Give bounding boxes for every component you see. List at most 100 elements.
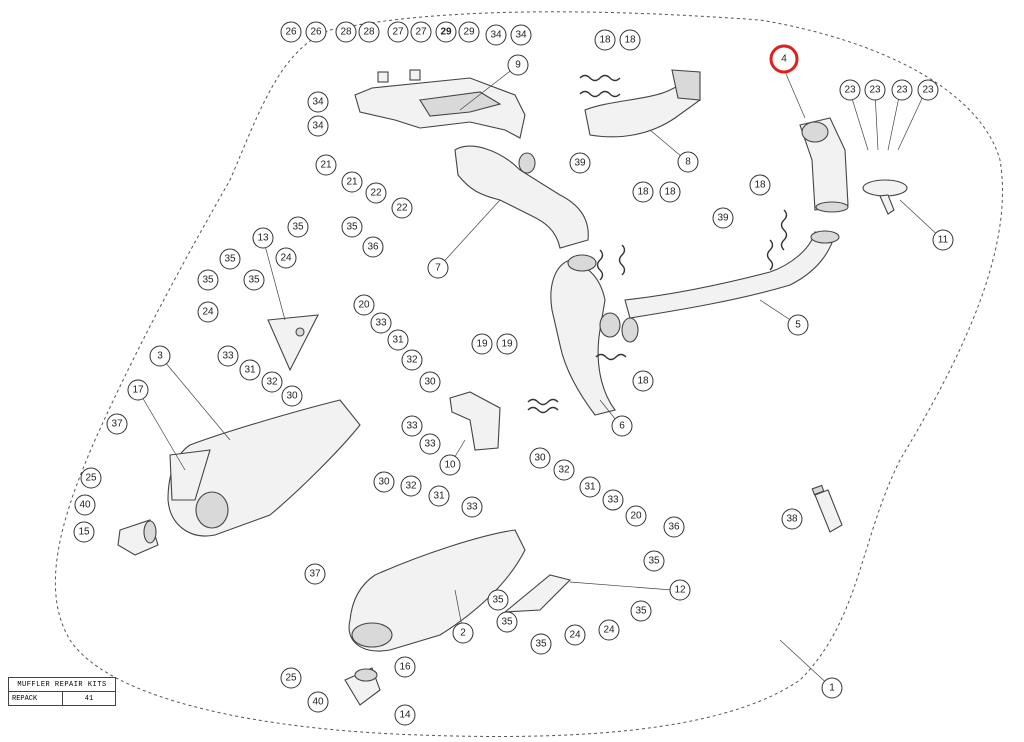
callout-32: 32 <box>261 371 283 393</box>
callout-23: 23 <box>864 79 886 101</box>
callout-35: 35 <box>197 269 219 291</box>
callout-33: 33 <box>370 312 392 334</box>
springs <box>527 74 788 414</box>
callout-13: 13 <box>252 227 274 249</box>
callout-7: 7 <box>427 257 449 279</box>
svg-text:37: 37 <box>111 419 123 430</box>
svg-text:25: 25 <box>285 673 297 684</box>
callout-35: 35 <box>219 248 241 270</box>
svg-text:20: 20 <box>630 511 642 522</box>
svg-text:30: 30 <box>286 391 298 402</box>
callout-3: 3 <box>149 345 171 367</box>
svg-text:22: 22 <box>396 203 408 214</box>
callout-35: 35 <box>287 216 309 238</box>
svg-text:36: 36 <box>668 522 680 533</box>
callout-35: 35 <box>530 633 552 655</box>
callout-23: 23 <box>917 79 939 101</box>
svg-text:26: 26 <box>310 27 322 38</box>
callout-33: 33 <box>217 345 239 367</box>
callout-32: 32 <box>401 349 423 371</box>
callout-24: 24 <box>197 301 219 323</box>
clamp-part <box>862 179 908 215</box>
svg-text:18: 18 <box>624 35 636 46</box>
svg-text:32: 32 <box>266 377 278 388</box>
svg-text:26: 26 <box>285 27 297 38</box>
svg-text:15: 15 <box>78 527 90 538</box>
svg-text:25: 25 <box>85 473 97 484</box>
callout-40: 40 <box>74 494 96 516</box>
svg-text:33: 33 <box>222 351 234 362</box>
callout-29: 29 <box>435 21 457 43</box>
svg-text:35: 35 <box>292 222 304 233</box>
svg-text:6: 6 <box>619 421 625 432</box>
svg-text:34: 34 <box>515 30 527 41</box>
heat-shield-part <box>354 69 526 139</box>
link-pipe-part <box>621 230 840 343</box>
svg-text:31: 31 <box>584 482 596 493</box>
svg-text:33: 33 <box>424 439 436 450</box>
svg-text:34: 34 <box>312 97 324 108</box>
svg-text:11: 11 <box>938 235 949 246</box>
svg-text:35: 35 <box>492 595 504 606</box>
callout-26: 26 <box>305 21 327 43</box>
svg-text:35: 35 <box>224 254 236 265</box>
callout-31: 31 <box>239 359 261 381</box>
callout-18: 18 <box>619 29 641 51</box>
callout-35: 35 <box>643 550 665 572</box>
collector-part <box>550 254 621 416</box>
callout-36: 36 <box>663 516 685 538</box>
svg-text:27: 27 <box>415 27 427 38</box>
callout-34: 34 <box>510 24 532 46</box>
svg-text:36: 36 <box>367 242 379 253</box>
mid-pipe-part <box>454 145 589 249</box>
callout-19: 19 <box>471 333 493 355</box>
callout-33: 33 <box>602 489 624 511</box>
svg-text:12: 12 <box>674 585 686 596</box>
assembly-boundary <box>54 11 1003 737</box>
callout-37: 37 <box>304 563 326 585</box>
callout-27: 27 <box>410 21 432 43</box>
svg-text:28: 28 <box>363 27 375 38</box>
callout-18: 18 <box>632 370 654 392</box>
callout-35: 35 <box>630 600 652 622</box>
callout-26: 26 <box>280 21 302 43</box>
svg-text:23: 23 <box>896 85 908 96</box>
callout-35: 35 <box>496 611 518 633</box>
svg-text:33: 33 <box>375 318 387 329</box>
svg-text:18: 18 <box>664 187 676 198</box>
callout-30: 30 <box>281 385 303 407</box>
svg-text:13: 13 <box>257 233 269 244</box>
svg-text:35: 35 <box>248 275 260 286</box>
callout-8: 8 <box>677 151 699 173</box>
svg-text:8: 8 <box>685 157 691 168</box>
svg-text:35: 35 <box>648 556 660 567</box>
callout-19: 19 <box>496 333 518 355</box>
svg-text:18: 18 <box>637 187 649 198</box>
svg-text:24: 24 <box>603 625 615 636</box>
svg-text:35: 35 <box>501 617 513 628</box>
callout-37: 37 <box>106 413 128 435</box>
svg-text:19: 19 <box>476 339 488 350</box>
svg-text:34: 34 <box>312 121 324 132</box>
svg-text:3: 3 <box>157 351 163 362</box>
callout-25: 25 <box>280 667 302 689</box>
callout-29: 29 <box>458 21 480 43</box>
svg-text:33: 33 <box>406 421 418 432</box>
callout-2: 2 <box>452 622 474 644</box>
callout-34: 34 <box>307 91 329 113</box>
callout-22: 22 <box>391 197 413 219</box>
svg-text:17: 17 <box>132 385 144 396</box>
svg-text:21: 21 <box>346 177 358 188</box>
svg-text:39: 39 <box>717 213 729 224</box>
callout-36: 36 <box>362 236 384 258</box>
svg-text:24: 24 <box>202 307 214 318</box>
callout-4-highlighted: 4 <box>769 44 799 74</box>
callout-32: 32 <box>553 459 575 481</box>
svg-text:7: 7 <box>435 263 441 274</box>
callout-18: 18 <box>594 29 616 51</box>
callout-35: 35 <box>243 269 265 291</box>
svg-text:37: 37 <box>309 569 321 580</box>
muffler-repair-kits-table: MUFFLER REPAIR KITS REPACK 41 <box>8 677 116 706</box>
bracket-part <box>449 391 501 451</box>
